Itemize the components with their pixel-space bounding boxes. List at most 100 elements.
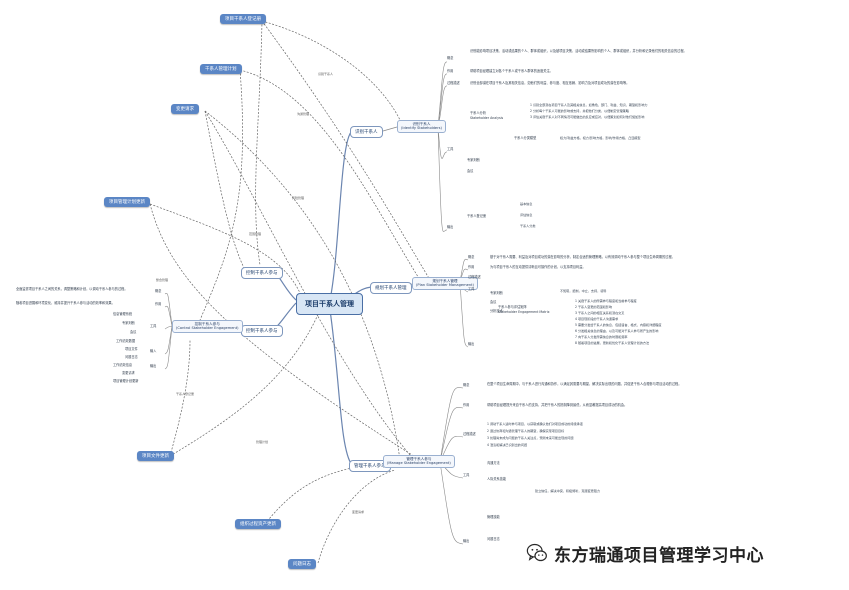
connector-label-0: 识别干系人 [318,72,334,76]
identify-sub-meeting: 会议 [467,169,474,173]
manage-out-issue-log: 问题日志 [487,537,500,541]
manage-sub-people: 人际关系技能 [487,477,507,481]
connector-label-2: 风险管理 [292,196,305,200]
plan-branch-concept: 概念 [468,255,475,259]
identify-sub-models: 干系人分类模型 [514,136,537,140]
process-control-alt[interactable]: 控制干系人参与 [241,325,283,337]
identify-sub-analysis-en: Stakeholder Analysis [470,116,504,120]
plan-branch-output: 输出 [468,342,475,346]
identify-subnode[interactable]: 识别干系人 (Identify Stakeholders) [397,120,446,133]
identify-branch-concept: 概念 [447,56,454,60]
edge-control-branch-2 [164,325,173,330]
control-branch-input: 输入 [150,349,157,353]
manage-subnode-en: (Manage Stakeholder Engagement) [387,461,451,466]
edge-control-branch-0 [164,293,173,327]
manage-step-1: 1 调动干系人适时参与项目，以获取或确认他们对项目成功的持续承诺 [487,422,583,426]
pill-management-plan[interactable]: 干系人管理计划 [200,64,242,74]
plan-item-7: 7 向干系人分发所需信息的时限和频率 [575,335,628,339]
dashed-relation-lines [149,20,431,564]
manage-branch-concept: 概念 [463,383,470,387]
plan-sub-meeting: 会议 [490,300,497,304]
rel-plan-control [199,69,243,321]
edge-identify-branch-3 [437,125,448,159]
identify-step-2: 2 分析每个干系人可能的影响或支持，并把他们分类，以便制定管理策略 [530,109,629,113]
identify-step-3: 3 评估关键干系人对不同情况可能做出的反应或应对，以便策划如何对他们施加影响 [530,115,645,119]
manage-branch-output: 输出 [463,539,470,543]
rel-change-manage-2 [204,110,401,461]
pill-pm-plan-update[interactable]: 项目管理计划更新 [104,197,150,207]
edge-manage-branch-4 [439,461,464,545]
control-subnode[interactable]: 控制干系人参与 (Control Stakeholder Engagement) [172,320,243,333]
manage-branch-tools: 工具 [463,473,470,477]
control-tool-1: 信息管理系统 [113,312,133,316]
identify-branch-output: 输出 [447,225,454,229]
control-leaf-1: 随着项目进展和环境变化，维持并提升干系人参与活动的效率和效果。 [16,301,115,305]
process-identify[interactable]: 识别干系人 [350,126,383,138]
manage-step-3: 3 处理尚未成为问题的干系人关注点，预测未来可能出现的问题 [487,436,574,440]
plan-sub-matrix-en: Stakeholder Engagement Matrix [498,310,550,314]
edge-plan-branch-0 [459,258,469,283]
manage-subnode[interactable]: 管理干系人参与 (Manage Stakeholder Engagement) [383,455,455,468]
pill-opa-update[interactable]: 组织过程资产更新 [235,519,281,529]
identify-output-class: 干系人分类 [520,224,536,228]
pill-change-request[interactable]: 变更请求 [171,104,199,114]
control-out-1: 工作绩效信息 [113,363,133,367]
control-branch-concept: 概念 [155,289,162,293]
rel-pmplan-center [149,203,301,294]
manage-leaf-0: 在整个项目生命周期中，与干系人进行沟通和协作，以满足其需要与期望，解决实际出现的… [487,382,682,386]
process-control[interactable]: 控制干系人参与 [241,267,283,279]
connector-label-3: 范围管理 [249,232,262,236]
control-in-2: 项目文件 [125,347,138,351]
plan-subnode[interactable]: 规划干系人管理 (Plan Stakeholder Management) [412,277,478,290]
plan-subnode-en: (Plan Stakeholder Management) [416,283,474,288]
plan-subnode-cn: 规划干系人管理 [432,279,458,283]
pill-doc-update[interactable]: 项目文件更新 [137,451,174,461]
rel-register-control [255,20,263,266]
edge-manage-branch-0 [439,387,464,463]
edge-center-manage [329,309,353,466]
plan-leaf-0: 基于对干系人需要、利益及对项目成功的潜在影响的分析，制定合适的管理策略，以有效调… [490,255,675,259]
identify-sub-expert: 专家判断 [467,158,480,162]
connector-label-7: 变更请求 [352,510,365,514]
process-manage[interactable]: 管理干系人参与 [349,460,391,472]
plan-item-1: 1 关键干系人的所需参与程度和当前参与程度 [575,299,637,303]
manage-leaf-1: 帮助项目经理提升来自干系人的支持，并把干系人的抵制降到最低，从而显著提高项目成功… [487,403,628,407]
edge-control-branch-4 [164,325,173,370]
control-leaf-0: 全面监督项目干系人之间的关系，调整策略和计划，以调动干系人参与的过程。 [16,287,128,291]
pill-stakeholder-register[interactable]: 项目干系人登记册 [220,14,266,24]
identify-models: 权力/利益方格，权力/影响方格，影响/作用方格，凸显模型 [560,136,641,140]
plan-sub-matrix: 干系人参与评估矩阵 [498,305,527,309]
control-out-3: 项目管理计划更新 [113,379,139,383]
watermark-text: 东方瑞通项目管理学习中心 [554,545,764,566]
edge-manage-branch-1 [439,407,464,463]
plan-sub-analysis: 分析技术 [490,309,503,313]
rel-opa-manage [264,461,386,525]
manage-step-2: 2 通过协商和沟通管理干系人的期望，确保实现项目目标 [487,429,565,433]
edge-control-branch-1 [164,305,173,327]
control-branch-role: 作用 [155,302,162,306]
plan-item-3: 3 干系人之间的相互关系和潜在交叉 [575,311,625,315]
control-branch-output: 输出 [150,364,157,368]
rel-issue-manage [317,469,396,564]
manage-step-4: 4 澄清和解决已识别出的问题 [487,443,528,447]
rel-docs-center [169,309,321,457]
manage-subnode-cn: 管理干系人参与 [406,457,432,461]
control-tool-3: 会议 [130,330,137,334]
plan-branch-role: 作用 [468,265,475,269]
rel-pmplan-manage [149,203,421,461]
pill-issue-log[interactable]: 问题日志 [288,559,316,569]
edge-identify-branch-0 [437,61,448,127]
edge-identify-branch-1 [437,73,448,127]
control-in-1: 工作绩效数据 [116,339,136,343]
identify-output-eval: 评估信息 [520,213,533,217]
identify-subnode-en: (Identify Stakeholders) [401,126,442,131]
process-plan[interactable]: 规划干系人管理 [370,282,412,294]
control-out-2: 变更请求 [122,371,135,375]
plan-leaf-1: 为与项目干系人的互动提供清晰且可操作的计划，以支持项目利益。 [490,265,586,269]
plan-levels: 不知晓，抵制，中立，支持，领导 [560,289,607,293]
identify-leaf-2: 识别全部潜在项目干系人及其相关信息，如他们的利益、参与度、相互依赖、影响力及对项… [470,81,630,85]
center-topic[interactable]: 项目干系人管理 [296,293,363,315]
control-in-3: 问题日志 [125,355,138,359]
edge-control-branch-3 [164,325,173,355]
identify-branch-role: 作用 [447,69,454,73]
